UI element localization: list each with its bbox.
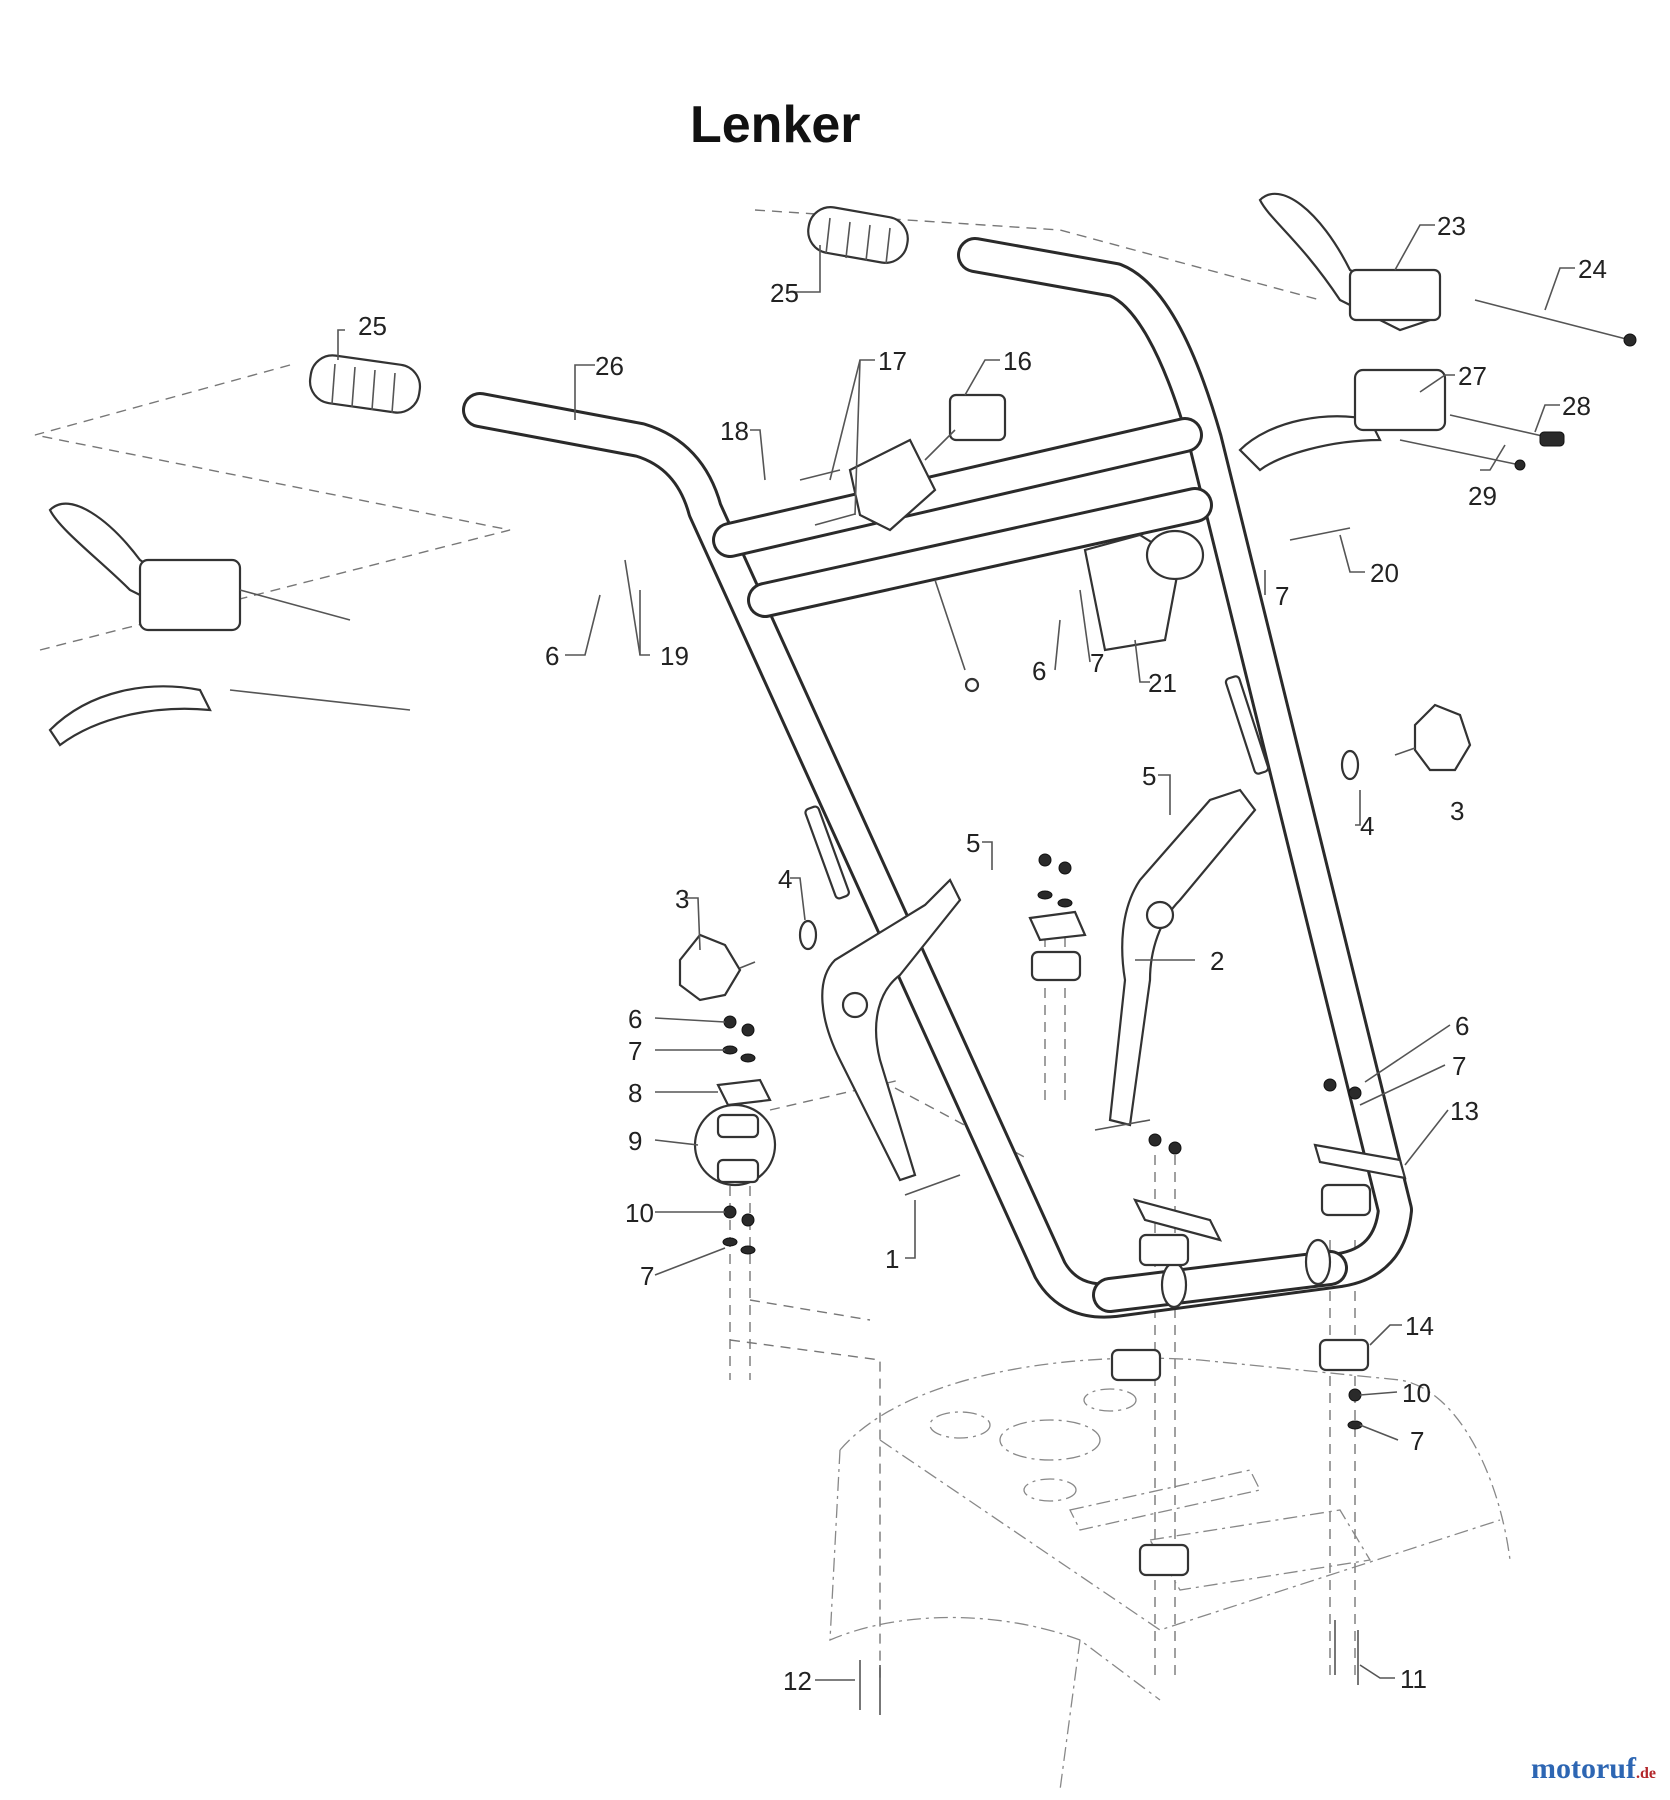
handlebar-tube bbox=[462, 237, 1413, 1319]
callout-3-left: 3 bbox=[675, 884, 689, 914]
callout-7-top: 7 bbox=[1275, 581, 1289, 611]
callout-19: 19 bbox=[660, 641, 689, 671]
support-arm-1 bbox=[821, 878, 962, 1196]
callout-7-mid: 7 bbox=[1090, 648, 1104, 678]
brand-tld: .de bbox=[1636, 1765, 1656, 1782]
brand-name: motoruf bbox=[1531, 1752, 1636, 1785]
lever-assembly-27 bbox=[1238, 368, 1447, 472]
callout-13: 13 bbox=[1450, 1096, 1479, 1126]
clamp-stack-left bbox=[693, 1015, 777, 1255]
callout-6-mid: 6 bbox=[1032, 656, 1046, 686]
callout-6-stack: 6 bbox=[628, 1004, 642, 1034]
callout-labels: 25 25 26 17 16 18 23 24 27 28 29 20 7 6 … bbox=[358, 211, 1607, 1696]
knob-3-right bbox=[1394, 703, 1472, 772]
callout-23: 23 bbox=[1437, 211, 1466, 241]
callout-6-left: 6 bbox=[545, 641, 559, 671]
callout-16: 16 bbox=[1003, 346, 1032, 376]
callout-17: 17 bbox=[878, 346, 907, 376]
switch-16 bbox=[848, 393, 1007, 693]
callout-12: 12 bbox=[783, 1666, 812, 1696]
clamp-stack-center-top bbox=[1028, 853, 1087, 982]
grip-25-top bbox=[807, 206, 909, 265]
callout-5-upper: 5 bbox=[1142, 761, 1156, 791]
callout-9: 9 bbox=[628, 1126, 642, 1156]
callout-11: 11 bbox=[1400, 1664, 1427, 1694]
callout-25-top: 25 bbox=[770, 278, 799, 308]
callout-5-lower: 5 bbox=[966, 828, 980, 858]
callout-8: 8 bbox=[628, 1078, 642, 1108]
callout-10-right: 10 bbox=[1402, 1378, 1431, 1408]
knob-3-left bbox=[678, 933, 756, 1002]
brand-watermark: motoruf.de bbox=[1531, 1752, 1656, 1786]
callout-7-right-bottom: 7 bbox=[1410, 1426, 1424, 1456]
callout-1: 1 bbox=[885, 1244, 899, 1274]
support-arm-2 bbox=[1094, 788, 1257, 1131]
callout-6-right: 6 bbox=[1455, 1011, 1469, 1041]
callout-4-left: 4 bbox=[778, 864, 792, 894]
washer-4-right bbox=[1340, 749, 1360, 781]
callout-21: 21 bbox=[1148, 668, 1177, 698]
callout-14: 14 bbox=[1405, 1311, 1434, 1341]
callout-27: 27 bbox=[1458, 361, 1487, 391]
callout-leader-lines bbox=[337, 224, 1575, 1681]
bolts-17 bbox=[799, 469, 856, 526]
bolt-20 bbox=[1289, 527, 1351, 541]
long-bolts-12-11 bbox=[859, 1620, 1359, 1715]
clamp-stack-center-bottom bbox=[1110, 1133, 1223, 1577]
lever-assembly-23 bbox=[1258, 192, 1442, 332]
callout-7-stack-bottom: 7 bbox=[640, 1261, 654, 1291]
lever-assembly-left bbox=[48, 502, 411, 747]
callout-3-right: 3 bbox=[1450, 796, 1464, 826]
callout-18: 18 bbox=[720, 416, 749, 446]
machine-housing-outline bbox=[829, 1357, 1511, 1791]
callout-29: 29 bbox=[1468, 481, 1497, 511]
grip-25-left bbox=[308, 354, 422, 414]
washer-4-left bbox=[798, 919, 818, 951]
control-box-21 bbox=[1083, 529, 1205, 652]
diagram-title: Lenker bbox=[690, 96, 861, 154]
callout-2: 2 bbox=[1210, 946, 1224, 976]
callout-24: 24 bbox=[1578, 254, 1607, 284]
callout-10-stack: 10 bbox=[625, 1198, 654, 1228]
callout-28: 28 bbox=[1562, 391, 1591, 421]
callout-7-right: 7 bbox=[1452, 1051, 1466, 1081]
clamp-stack-right bbox=[1313, 1078, 1407, 1430]
callout-4-right: 4 bbox=[1360, 811, 1374, 841]
callout-7-stack: 7 bbox=[628, 1036, 642, 1066]
cable-28 bbox=[1449, 414, 1565, 447]
side-plates-bored bbox=[804, 675, 1270, 900]
callout-20: 20 bbox=[1370, 558, 1399, 588]
callout-26: 26 bbox=[595, 351, 624, 381]
cable-29 bbox=[1399, 439, 1526, 471]
callout-25-left: 25 bbox=[358, 311, 387, 341]
cable-24 bbox=[1474, 299, 1637, 347]
